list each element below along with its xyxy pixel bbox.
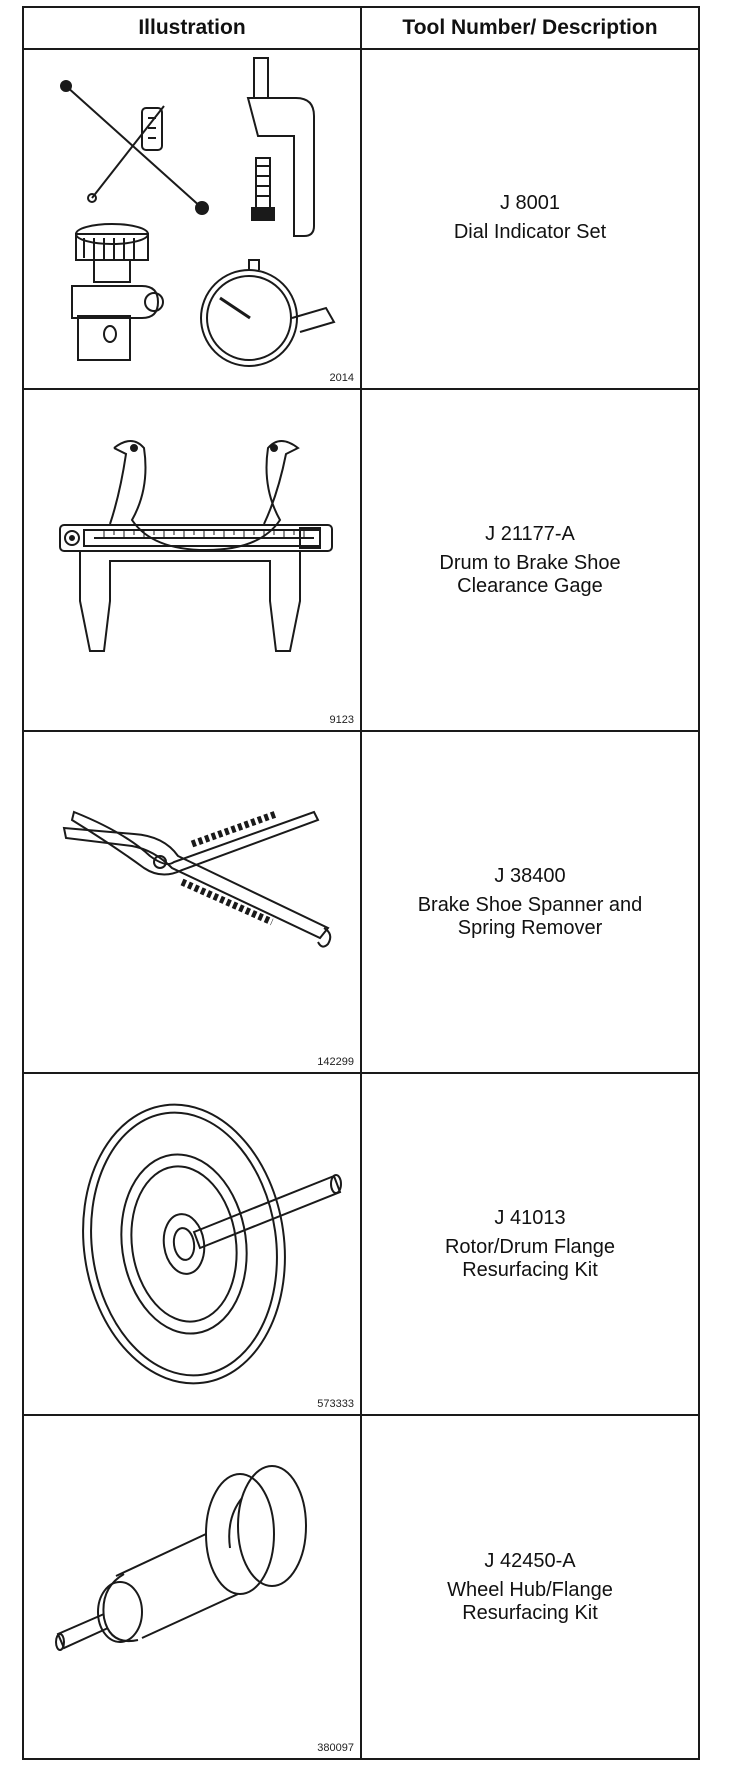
dial-indicator-set-icon	[24, 48, 360, 388]
table-header: Illustration Tool Number/ Description	[24, 8, 698, 50]
special-tools-table: Illustration Tool Number/ Description	[22, 6, 700, 1760]
tool-description: Brake Shoe Spanner and Spring Remover	[417, 893, 643, 939]
illustration-cell: 9123	[24, 390, 362, 730]
tool-description: Drum to Brake Shoe Clearance Gage	[439, 551, 621, 597]
description-cell: J 8001 Dial Indicator Set	[362, 48, 698, 388]
illustration-cell: 142299	[24, 732, 362, 1072]
table-row: 573333 J 41013 Rotor/Drum Flange Resurfa…	[24, 1074, 698, 1416]
tool-number: J 38400	[494, 864, 566, 887]
clearance-gage-icon	[24, 390, 360, 730]
description-cell: J 42450-A Wheel Hub/Flange Resurfacing K…	[362, 1416, 698, 1758]
tool-description: Wheel Hub/Flange Resurfacing Kit	[447, 1578, 613, 1624]
tool-number: J 41013	[494, 1206, 566, 1229]
description-cell: J 41013 Rotor/Drum Flange Resurfacing Ki…	[362, 1074, 698, 1414]
table-row: 2014 J 8001 Dial Indicator Set	[24, 48, 698, 390]
hub-resurfacing-cylinder-icon	[24, 1416, 360, 1756]
figure-number: 2014	[329, 372, 354, 384]
header-tool-number: Tool Number/ Description	[402, 16, 658, 39]
table-row: 380097 J 42450-A Wheel Hub/Flange Resurf…	[24, 1416, 698, 1758]
tool-number: J 42450-A	[484, 1549, 576, 1572]
table-row: 142299 J 38400 Brake Shoe Spanner and Sp…	[24, 732, 698, 1074]
description-cell: J 38400 Brake Shoe Spanner and Spring Re…	[362, 732, 698, 1072]
figure-number: 9123	[329, 714, 354, 726]
table-row: 9123 J 21177-A Drum to Brake Shoe Cleara…	[24, 390, 698, 732]
illustration-cell: 380097	[24, 1416, 362, 1758]
figure-number: 573333	[317, 1398, 354, 1410]
tool-number: J 21177-A	[485, 522, 575, 545]
tool-description: Rotor/Drum Flange Resurfacing Kit	[444, 1235, 616, 1281]
tool-number: J 8001	[499, 192, 561, 214]
header-illustration: Illustration	[24, 8, 362, 48]
rotor-resurfacing-disc-icon	[24, 1074, 360, 1414]
illustration-cell: 2014	[24, 48, 362, 388]
tool-description: Dial Indicator Set	[453, 221, 607, 243]
figure-number: 380097	[317, 1742, 354, 1754]
figure-number: 142299	[317, 1056, 354, 1068]
illustration-cell: 573333	[24, 1074, 362, 1414]
spring-remover-pliers-icon	[24, 732, 360, 1072]
description-cell: J 21177-A Drum to Brake Shoe Clearance G…	[362, 390, 698, 730]
